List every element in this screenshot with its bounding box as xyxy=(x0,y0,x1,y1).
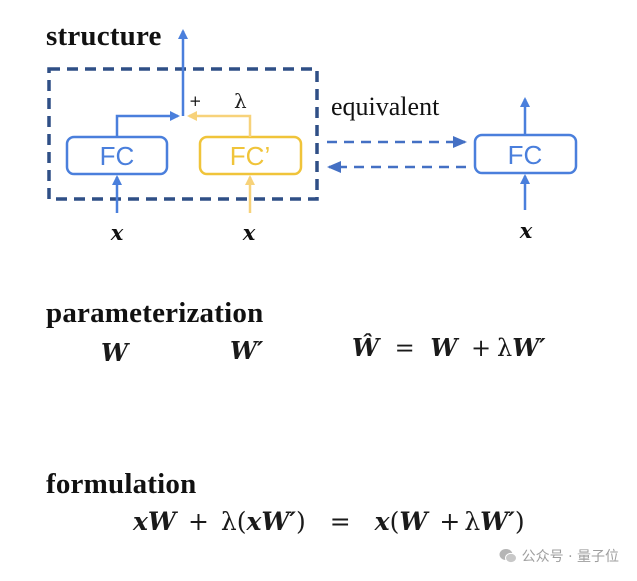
fc-prime-box: FC’ xyxy=(198,135,303,176)
merged-fc-box-label: FC xyxy=(508,140,543,170)
fc-output-arrow xyxy=(115,111,180,137)
form-rhs-close: ) xyxy=(514,507,525,536)
param-plus: + xyxy=(470,334,492,362)
param-w-hat: Ŵ xyxy=(352,333,379,362)
fc-box-label: FC xyxy=(100,141,135,171)
param-equation: Ŵ = W +λW′ xyxy=(352,333,546,362)
fc-prime-output-arrow xyxy=(187,111,252,137)
section-title-formulation: formulation xyxy=(46,468,197,500)
form-lhs-close: ) xyxy=(296,507,306,536)
form-rhs-plus: + xyxy=(439,507,461,536)
input-label-fc-prime: x xyxy=(242,220,256,245)
form-rhs-w-prime: W′ xyxy=(480,507,515,536)
plus-sign: + xyxy=(189,92,202,110)
form-lhs-x1: x xyxy=(133,507,148,536)
form-lhs-x2: x xyxy=(246,507,262,536)
param-equals: = xyxy=(394,334,415,362)
formulation-equation: xW + λ(xW′) = x(W +λW′) xyxy=(133,509,525,534)
fc-box: FC xyxy=(65,135,169,176)
param-lambda: λ xyxy=(497,334,513,362)
structure-diagram: FC FC’ + λ x x equivalent FC x xyxy=(47,29,578,245)
merged-input-label: x xyxy=(519,218,533,243)
form-rhs-w: W xyxy=(399,507,428,536)
merged-fc-box: FC xyxy=(473,133,578,175)
section-title-structure: structure xyxy=(46,20,162,52)
input-label-fc: x xyxy=(110,220,124,245)
form-equals: = xyxy=(329,507,351,536)
fc-prime-box-label: FC’ xyxy=(230,141,270,171)
section-title-parameterization: parameterization xyxy=(46,297,264,329)
form-rhs-x: x xyxy=(374,507,390,536)
form-lhs-plus: + xyxy=(187,507,209,536)
form-rhs-open: ( xyxy=(389,507,400,536)
param-w-prime: W′ xyxy=(230,336,264,365)
form-lhs-w1: W xyxy=(147,507,176,536)
param-rhs-w: W xyxy=(430,333,458,362)
param-rhs-w-prime: W′ xyxy=(512,333,546,362)
equivalent-label: equivalent xyxy=(331,92,440,121)
form-rhs-lambda: λ xyxy=(464,507,481,536)
form-lhs-w2: W′ xyxy=(261,507,297,536)
watermark-text: 公众号 · 量子位 xyxy=(521,549,619,565)
form-lhs-lambda-open: λ( xyxy=(220,507,247,536)
watermark: 公众号 · 量子位 xyxy=(499,546,619,566)
lambda-label: λ xyxy=(234,89,247,113)
wechat-icon xyxy=(499,548,517,564)
param-w: W xyxy=(101,338,128,367)
